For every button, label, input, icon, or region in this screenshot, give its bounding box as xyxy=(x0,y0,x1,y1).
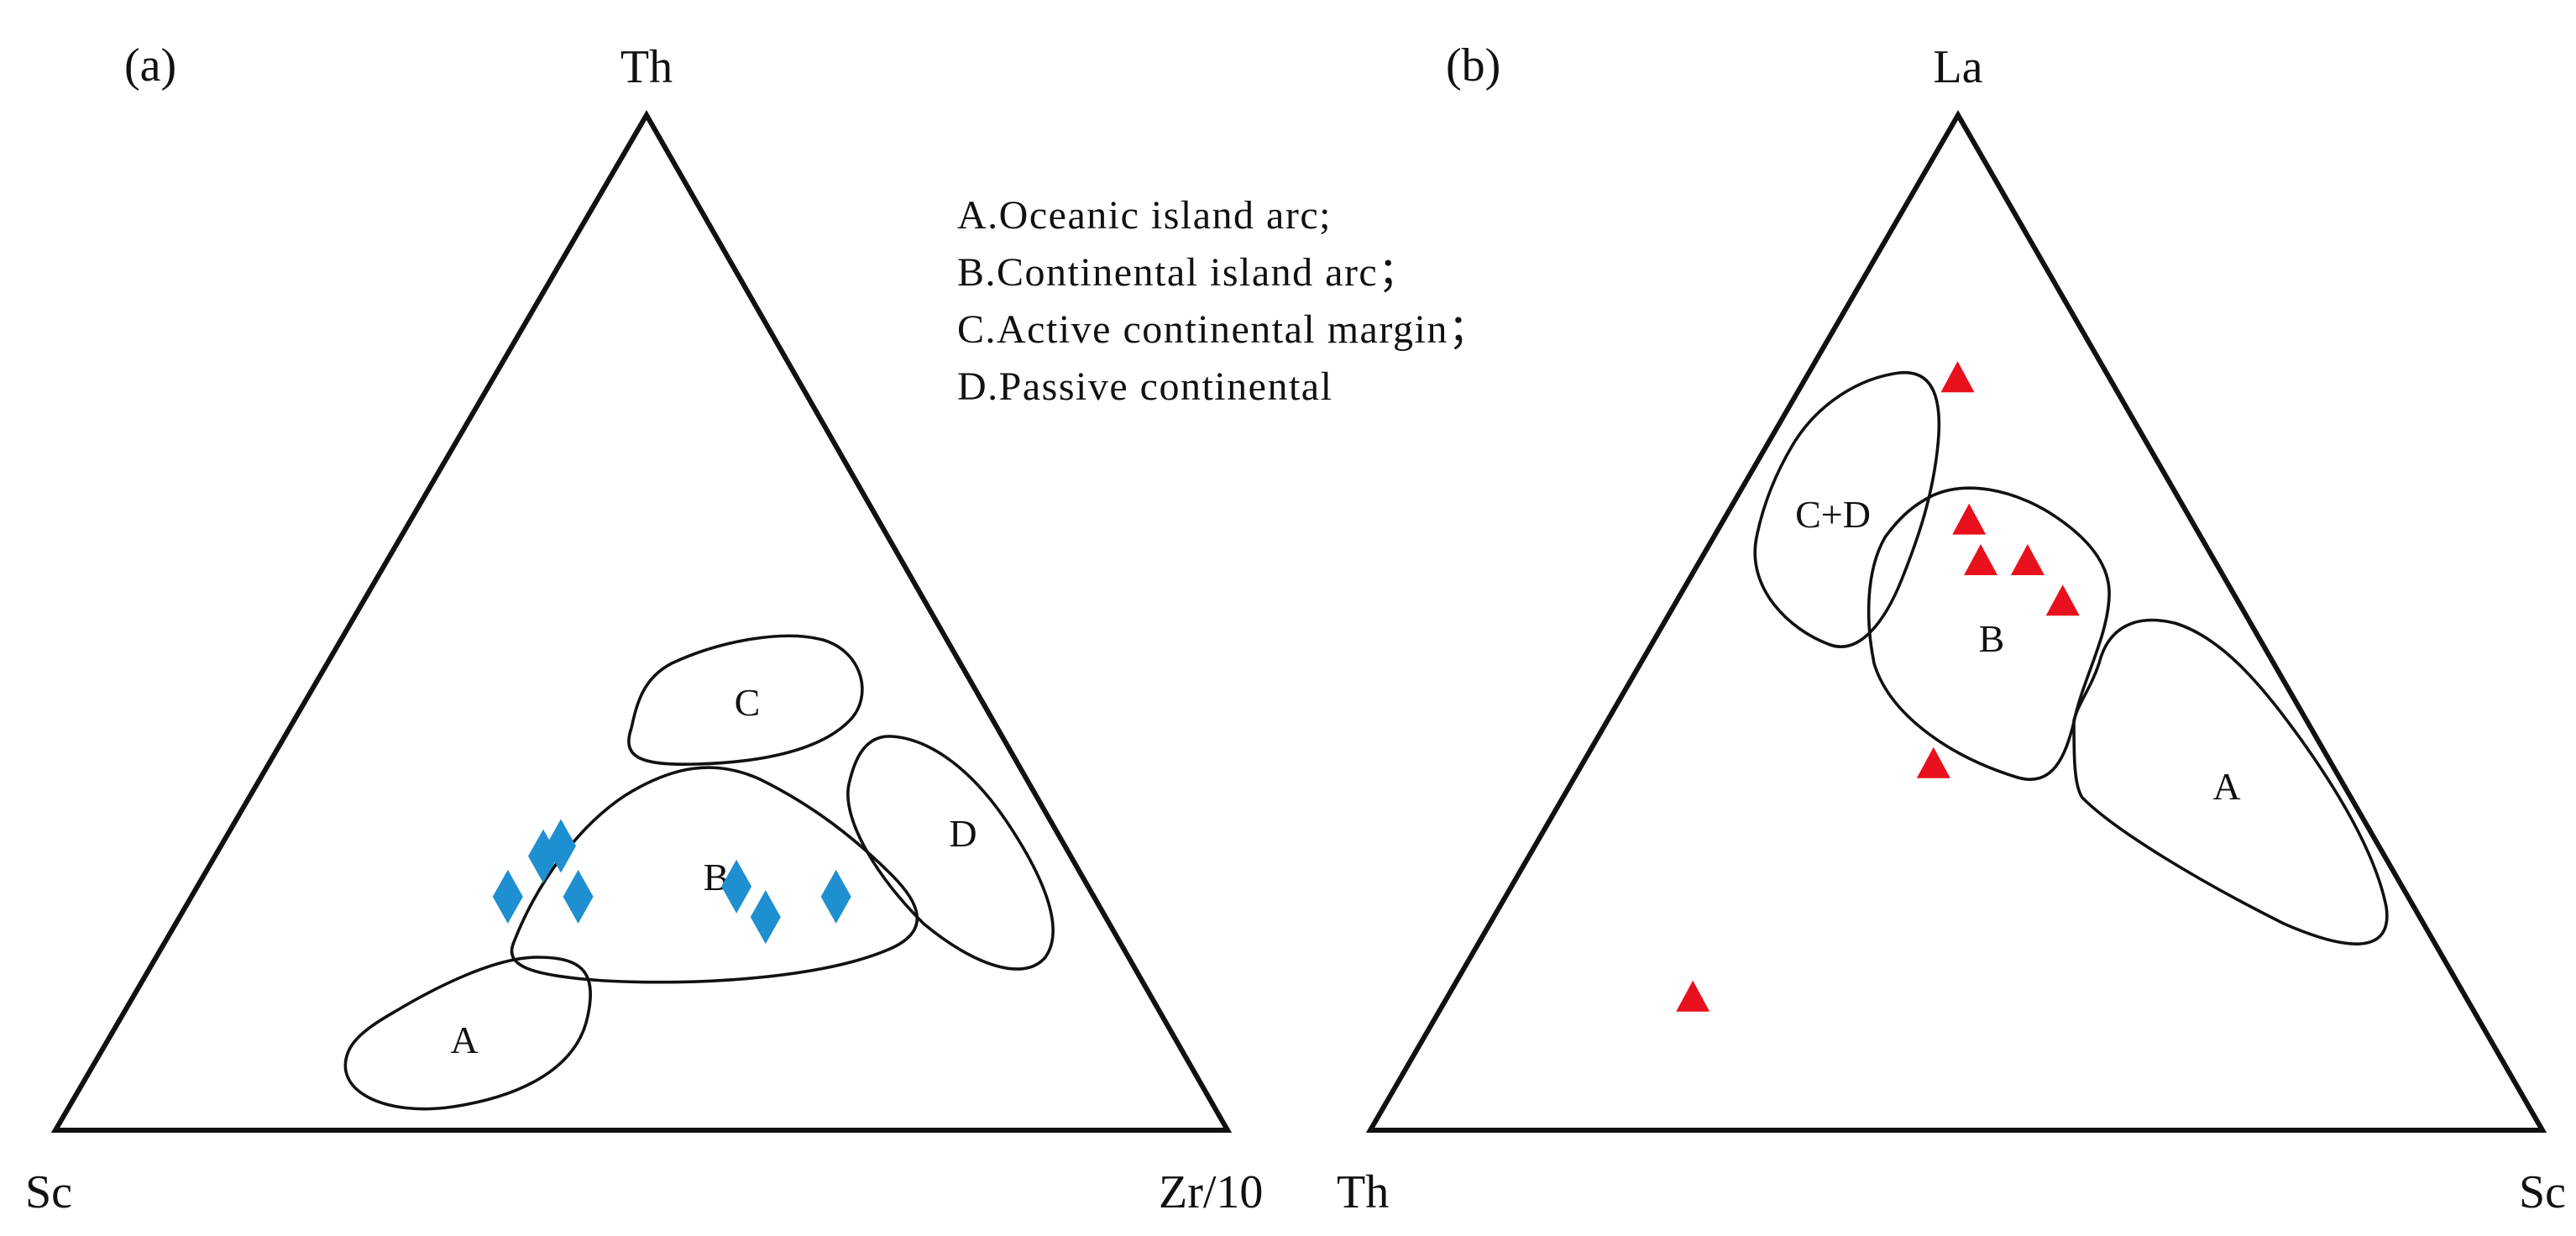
panel-a-vertex-right: Zr/10 xyxy=(1159,1166,1263,1218)
panel-b-data-point-6 xyxy=(1916,746,1950,778)
panel-a-data-point-7 xyxy=(820,869,851,924)
panel-b-data-point-3 xyxy=(1964,544,1997,575)
field-c-label: C xyxy=(735,681,761,724)
panel-b: (b) La Th Sc C+D B A xyxy=(1337,39,2566,1218)
legend-line-b: B.Continental island arc； xyxy=(957,250,1420,295)
field-d-label: D xyxy=(949,812,976,855)
panel-b-data-point-5 xyxy=(2045,584,2080,616)
panel-a-vertex-top: Th xyxy=(620,41,673,93)
panel-b-vertex-top: La xyxy=(1933,41,1982,93)
field-a-label-right: A xyxy=(2212,765,2240,808)
field-a-label: A xyxy=(450,1019,478,1061)
panel-a-data-point-5 xyxy=(721,859,752,914)
panel-b-vertex-right: Sc xyxy=(2519,1166,2566,1218)
field-b-region-right xyxy=(1867,486,2111,781)
panel-a-data-point-4 xyxy=(563,869,594,924)
field-a-region-right xyxy=(2072,618,2389,945)
field-a-region xyxy=(343,956,592,1111)
panel-b-data-point-7 xyxy=(1676,980,1710,1012)
panel-a-vertex-left: Sc xyxy=(25,1166,72,1218)
field-b-label-right: B xyxy=(1979,617,2005,660)
panel-b-data-point-2 xyxy=(1952,503,1987,535)
panel-b-data-points xyxy=(1676,361,2080,1012)
field-c-region xyxy=(627,634,864,767)
panel-a-legend: A.Oceanic island arc; B.Continental isla… xyxy=(957,193,1490,409)
legend-line-a: A.Oceanic island arc; xyxy=(957,193,1332,238)
panel-b-label: (b) xyxy=(1446,39,1500,92)
panel-a: (a) Th Sc Zr/10 A.Oceanic island arc; B.… xyxy=(25,39,1490,1218)
panel-b-ternary-triangle xyxy=(1365,109,2547,1133)
field-d-region xyxy=(846,735,1055,971)
panel-b-data-point-4 xyxy=(2010,544,2045,575)
field-cd-region xyxy=(1753,370,1941,648)
panel-b-data-point-1 xyxy=(1940,361,1975,393)
panel-a-data-points xyxy=(492,819,851,945)
legend-line-c: C.Active continental margin； xyxy=(957,307,1490,352)
panel-a-ternary-triangle xyxy=(50,109,1233,1133)
panel-a-label: (a) xyxy=(124,39,176,92)
panel-a-data-point-6 xyxy=(750,890,781,945)
panel-b-vertex-left: Th xyxy=(1337,1166,1389,1218)
field-b-region xyxy=(510,766,919,984)
legend-line-d: D.Passive continental xyxy=(957,364,1333,409)
panel-a-data-point-1 xyxy=(492,869,523,924)
field-cd-label: C+D xyxy=(1795,493,1871,536)
panel-a-data-point-3 xyxy=(546,819,576,873)
